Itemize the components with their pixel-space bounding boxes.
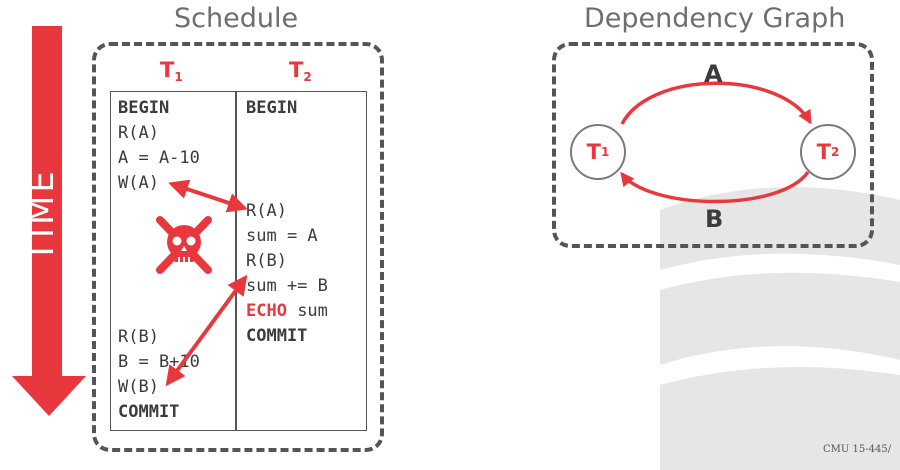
node-t2-name: T bbox=[816, 140, 831, 164]
conflict-arrows bbox=[165, 179, 248, 387]
t2-op-echo: ECHO sum bbox=[246, 299, 328, 324]
database-watermark-icon bbox=[660, 187, 900, 470]
time-arrow bbox=[12, 26, 86, 416]
t1-op-read-b: R(B) bbox=[118, 327, 159, 347]
t1-op-read-a: R(A) bbox=[118, 123, 159, 143]
edge-label-b: B bbox=[705, 205, 724, 233]
course-footer: CMU 15-445/ bbox=[823, 444, 892, 455]
t1-column-header: T1 bbox=[160, 58, 183, 84]
echo-keyword: ECHO bbox=[246, 301, 287, 321]
t2-op-sum-a: sum = A bbox=[246, 226, 318, 246]
t2-op-commit: COMMIT bbox=[246, 326, 308, 346]
conflict-arrow-b bbox=[165, 274, 248, 387]
t2-op-sum-b: sum += B bbox=[246, 276, 328, 296]
node-t2-subscript: 2 bbox=[830, 145, 840, 159]
edge-t1-to-t2 bbox=[620, 81, 812, 125]
conflict-arrow-a bbox=[168, 179, 248, 213]
t2-op-read-a: R(A) bbox=[246, 201, 287, 221]
schedule-container bbox=[92, 42, 384, 452]
dependency-graph-title: Dependency Graph bbox=[584, 3, 846, 34]
echo-argument: sum bbox=[286, 301, 328, 321]
schedule-table bbox=[110, 91, 367, 431]
t2-subscript: 2 bbox=[303, 70, 312, 84]
schedule-column-divider bbox=[235, 91, 237, 431]
t1-op-write-b: W(B) bbox=[118, 377, 159, 397]
t1-op-compute-a: A = A-10 bbox=[118, 148, 200, 168]
t2-op-begin: BEGIN bbox=[246, 98, 298, 118]
node-t1-subscript: 1 bbox=[600, 145, 610, 159]
t1-name: T bbox=[160, 58, 175, 82]
t1-op-write-a: W(A) bbox=[118, 173, 159, 193]
t2-column-header: T2 bbox=[289, 58, 312, 84]
edge-t2-to-t1 bbox=[620, 170, 810, 204]
dependency-edges bbox=[620, 81, 812, 204]
node-t1-name: T bbox=[586, 140, 601, 164]
t1-op-begin: BEGIN bbox=[118, 98, 170, 118]
dependency-graph-container bbox=[552, 42, 874, 248]
schedule-title: Schedule bbox=[174, 3, 299, 34]
skull-crossbones-icon bbox=[156, 216, 212, 274]
t1-op-commit: COMMIT bbox=[118, 402, 180, 422]
edge-label-a: A bbox=[704, 60, 723, 88]
t2-op-read-b: R(B) bbox=[246, 251, 287, 271]
t1-subscript: 1 bbox=[174, 70, 183, 84]
t2-name: T bbox=[289, 58, 304, 82]
